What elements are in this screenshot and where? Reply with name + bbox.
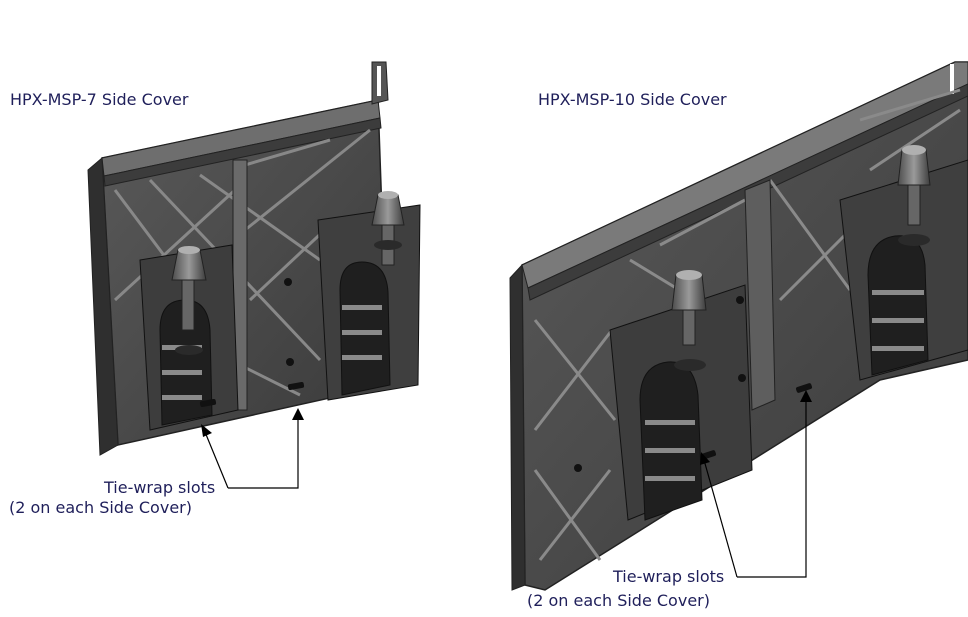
hpx-msp-10-side-cover xyxy=(509,61,968,591)
right-callout-line2: (2 on each Side Cover) xyxy=(527,591,710,610)
left-callout-leaders xyxy=(204,418,299,489)
left-callout-arrow-1 xyxy=(201,424,212,437)
right-callout-arrow-2 xyxy=(800,390,812,402)
left-callout-line2: (2 on each Side Cover) xyxy=(9,498,192,517)
left-cover-title: HPX-MSP-7 Side Cover xyxy=(10,90,189,109)
right-callout-line1: Tie-wrap slots xyxy=(613,567,725,586)
hpx-msp-7-side-cover xyxy=(87,61,421,456)
right-callout-leaders xyxy=(703,400,807,578)
left-callout-arrow-2 xyxy=(292,408,304,420)
right-callout-arrow-1 xyxy=(700,452,710,465)
right-cover-title: HPX-MSP-10 Side Cover xyxy=(538,90,727,109)
left-callout-line1: Tie-wrap slots xyxy=(104,478,216,497)
